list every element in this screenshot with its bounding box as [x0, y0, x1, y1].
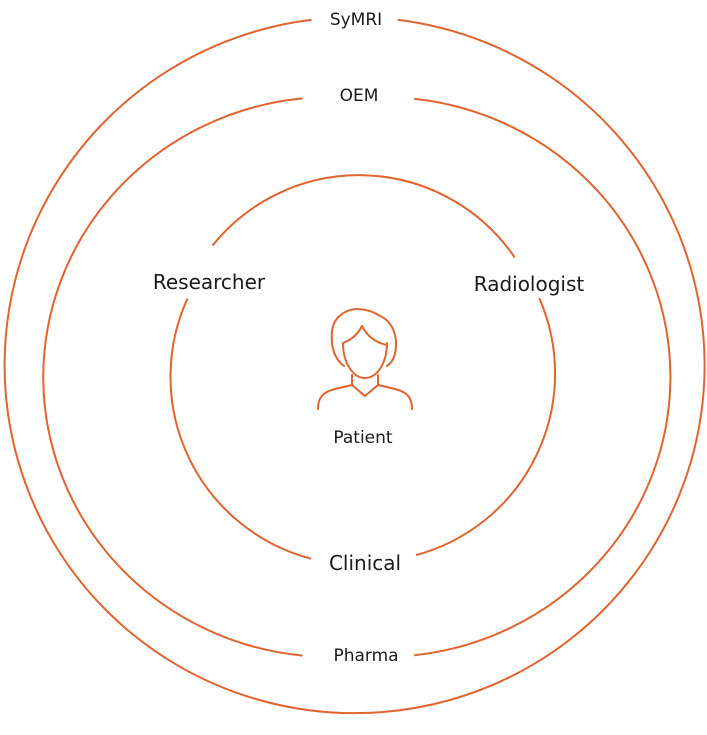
- ring-label-researcher: Researcher: [153, 270, 266, 294]
- patient-icon: [317, 308, 413, 410]
- patient-fringe: [342, 325, 388, 346]
- patient-shoulders: [317, 384, 413, 410]
- middle-ring-right-arc: [413, 97, 672, 657]
- middle-ring-left-arc: [42, 97, 303, 657]
- inner-ring-left-arc: [169, 298, 312, 560]
- patient-label: Patient: [333, 428, 393, 448]
- patient-face: [342, 342, 388, 379]
- ring-label-pharma: Pharma: [333, 646, 398, 666]
- outer-ring: [3, 18, 706, 715]
- inner-ring-right-arc: [415, 297, 557, 557]
- patient-hair-outline: [330, 308, 397, 367]
- ring-label-symri: SyMRI: [330, 10, 382, 30]
- patient-neck: [351, 374, 379, 397]
- ring-label-radiologist: Radiologist: [474, 272, 585, 296]
- ring-label-clinical: Clinical: [329, 551, 401, 575]
- ring-label-oem: OEM: [340, 86, 379, 106]
- inner-ring-top-arc: [211, 174, 516, 258]
